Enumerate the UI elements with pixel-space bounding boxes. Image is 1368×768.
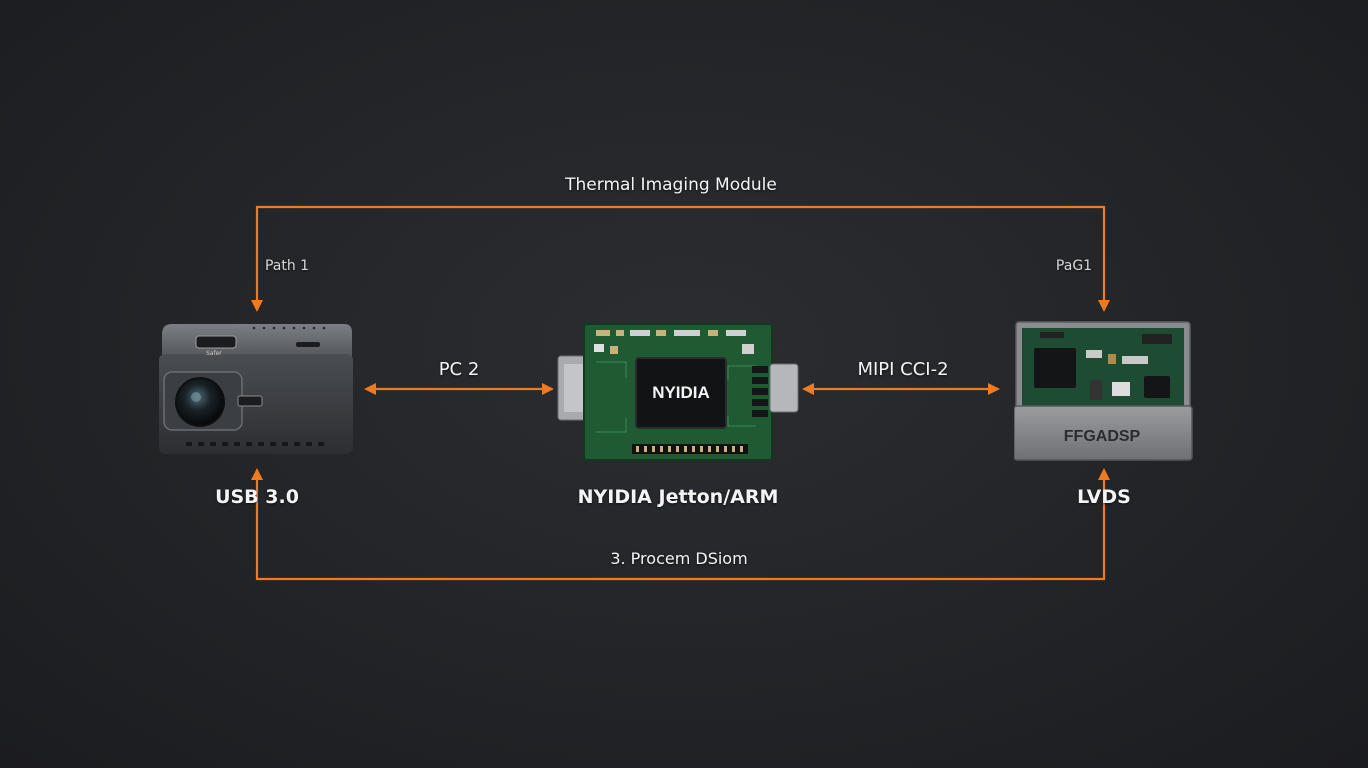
bottom-right-arrowhead: [1098, 468, 1110, 480]
camera-slot: [296, 342, 320, 347]
pcb-traces: [596, 361, 756, 433]
top-path-label: Thermal Imaging Module: [565, 175, 777, 195]
bottom-left-arrowhead: [251, 468, 263, 480]
bottom-path-label: 3. Procem DSiom: [610, 549, 748, 568]
right-link-arrow-end: [988, 383, 1000, 395]
board-chip-text: NYIDIA: [652, 383, 710, 402]
hdmi-port: [195, 335, 237, 349]
top-right-arrowhead: [1098, 300, 1110, 312]
top-left-arrowhead: [251, 300, 263, 312]
usb-port: [237, 395, 263, 407]
board-caption: NYIDIA Jetton/ARM: [577, 486, 779, 508]
right-path-label: PaG1: [1055, 258, 1093, 274]
left-link-arrow-end: [542, 383, 554, 395]
camera-port-text: Safer: [206, 350, 222, 357]
pcb-header-pins: [636, 446, 743, 452]
left-path-label: Path 1: [264, 258, 310, 274]
dsp-secondary-chip: [1144, 376, 1170, 398]
dsp-components: [1040, 332, 1172, 400]
dsp-front-plate: [1014, 405, 1193, 461]
camera-bottom-vents: [186, 442, 324, 446]
right-link-label: MIPI CCI-2: [857, 359, 949, 380]
dsp-module-text: FFGADSP: [1064, 428, 1141, 445]
right-link-arrow-start: [802, 383, 814, 395]
pcb-side-pins: [752, 366, 768, 417]
camera-vent-dots: [252, 326, 326, 330]
pcb-bottom-header: [632, 444, 748, 454]
bottom-path-line: [255, 478, 1106, 581]
processor-chip: [635, 357, 727, 429]
thermal-camera-device: Safer: [159, 324, 353, 454]
left-link-arrow-start: [364, 383, 376, 395]
right-connector: [769, 363, 799, 413]
left-link-label: PC 2: [438, 359, 480, 380]
compute-board-device: NYIDIA: [557, 323, 799, 461]
top-path-line: [255, 205, 1106, 310]
dsp-module-device: FFGADSP: [1014, 321, 1193, 461]
lens-reflection: [191, 392, 201, 402]
dsp-main-chip: [1034, 348, 1076, 388]
camera-caption: USB 3.0: [215, 486, 299, 508]
camera-lens-icon: [175, 377, 225, 427]
dsp-caption: LVDS: [1077, 486, 1131, 508]
pcb-top-components: [594, 330, 754, 354]
